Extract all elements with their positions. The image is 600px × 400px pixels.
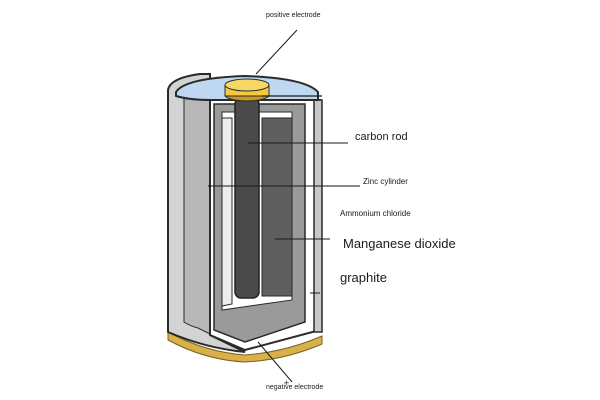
carbon-rod — [234, 97, 260, 299]
label-zinc-cylinder: Zinc cylinder — [363, 177, 408, 186]
shell-inner-wall — [183, 85, 211, 335]
label-manganese-dioxide: Manganese dioxide — [343, 236, 456, 251]
label-graphite: graphite — [340, 270, 387, 285]
label-positive-electrode: positive electrode — [266, 12, 321, 19]
label-carbon-rod: carbon rod — [355, 131, 408, 143]
label-negative-electrode: negative electrode — [266, 384, 324, 391]
inner-liner — [221, 117, 233, 307]
minus-sign: + — [284, 378, 289, 388]
cap-top — [224, 78, 270, 92]
leader-negative — [257, 341, 293, 383]
leader-positive — [255, 29, 298, 75]
right-shell-wall — [313, 99, 323, 333]
label-ammonium-chloride: Ammonium chloride — [340, 209, 411, 218]
manganese-dioxide-fill — [261, 117, 293, 297]
base-rim — [167, 331, 323, 363]
